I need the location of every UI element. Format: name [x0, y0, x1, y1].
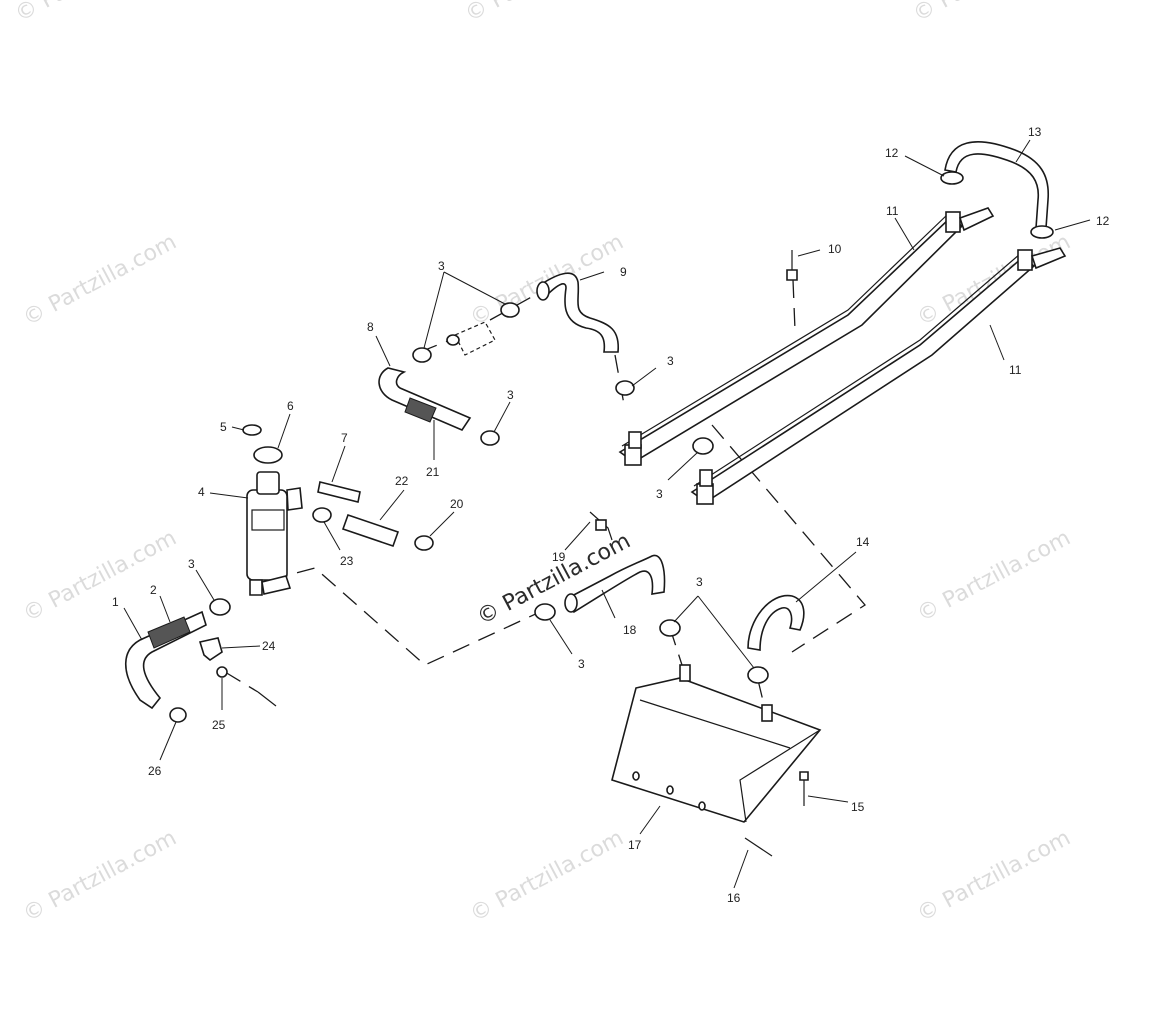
callout-12-left: 12 [885, 146, 899, 160]
callout-1: 1 [112, 595, 119, 609]
callout-25: 25 [212, 718, 226, 732]
route-hose9-to-clamp [614, 354, 626, 411]
clamp-12-left [940, 171, 964, 185]
callout-10: 10 [828, 242, 842, 256]
route-bolt10 [792, 279, 796, 331]
callout-13: 13 [1028, 125, 1042, 139]
clamp-23 [312, 507, 332, 523]
route-heat-exchanger-to-hose14 [711, 424, 866, 653]
fitting-dashed [446, 321, 496, 356]
hose-22 [341, 513, 400, 548]
callout-26: 26 [148, 764, 162, 778]
bolt-10 [786, 250, 798, 281]
callout-18: 18 [623, 623, 637, 637]
callout-labels: 1 2 3 3 3 3 3 3 3 4 5 6 7 8 9 10 11 11 1… [112, 125, 1110, 905]
hose-14 [747, 594, 805, 651]
callout-11-lower: 11 [1009, 363, 1022, 377]
callout-21: 21 [426, 465, 440, 479]
reservoir-4 [246, 471, 303, 596]
rivet-25 [216, 666, 277, 707]
hose-8 [378, 367, 472, 431]
watermark-top-left: © Partzilla.com [11, 0, 173, 27]
watermark-top-right: © Partzilla.com [909, 0, 1071, 27]
callout-3-hose8-end: 3 [507, 388, 514, 402]
callout-7: 7 [341, 431, 348, 445]
callout-3-hose18: 3 [578, 657, 585, 671]
bolt-15 [799, 771, 809, 806]
callout-24: 24 [262, 639, 276, 653]
callout-19: 19 [552, 550, 566, 564]
clamps-3 [209, 302, 769, 684]
callout-8: 8 [367, 320, 374, 334]
clamp-26 [169, 707, 187, 723]
route-rivet25 [224, 671, 259, 693]
watermark-bottom-right: © Partzilla.com [913, 826, 1075, 928]
watermark-bottom-mid: © Partzilla.com [466, 826, 628, 928]
watermark-mid-right: © Partzilla.com [913, 526, 1075, 628]
clamp-20 [414, 535, 434, 551]
leader-lines [123, 139, 1091, 889]
heat-exchanger-upper [618, 207, 995, 466]
callout-2: 2 [150, 583, 157, 597]
route-reservoir-to-hose18 [269, 567, 541, 666]
heat-exchanger-lower [690, 247, 1067, 505]
hose-7 [317, 481, 361, 503]
callout-3-heat-exchanger: 3 [656, 487, 663, 501]
callout-11-upper: 11 [886, 204, 899, 218]
hose-18 [564, 554, 666, 614]
callout-3-reservoir-clamp: 3 [188, 557, 195, 571]
callout-12-right: 12 [1096, 214, 1110, 228]
sleeve-21 [404, 397, 437, 423]
cooler-17 [611, 664, 822, 823]
callout-3-cooler-clamps: 3 [696, 575, 703, 589]
callout-15: 15 [851, 800, 865, 814]
callout-4: 4 [198, 485, 205, 499]
callout-14: 14 [856, 535, 870, 549]
callout-5: 5 [220, 420, 227, 434]
callout-23: 23 [340, 554, 354, 568]
callout-3-hose9-end: 3 [667, 354, 674, 368]
route-fitting-to-hose9 [489, 294, 536, 321]
watermark-mid-left: © Partzilla.com [19, 526, 181, 628]
watermark-upper-left: © Partzilla.com [19, 230, 181, 332]
hose-1 [125, 610, 207, 710]
callout-6: 6 [287, 399, 294, 413]
callout-20: 20 [450, 497, 464, 511]
clamp-12-right [1030, 225, 1054, 239]
elbow-24 [198, 637, 223, 661]
sensor-19 [589, 511, 613, 541]
cap-6 [253, 446, 283, 464]
callout-22: 22 [395, 474, 409, 488]
watermarks: © Partzilla.com © Partzilla.com © Partzi… [11, 0, 1075, 927]
watermark-bottom-left: © Partzilla.com [19, 826, 181, 928]
watermark-top-mid: © Partzilla.com [461, 0, 623, 27]
callout-9: 9 [620, 265, 627, 279]
hose-9 [536, 272, 619, 353]
gasket-5 [242, 424, 262, 436]
callout-3-hose8-clamps: 3 [438, 259, 445, 273]
callout-16: 16 [727, 891, 741, 905]
callout-17: 17 [628, 838, 642, 852]
screw-16 [744, 837, 773, 857]
